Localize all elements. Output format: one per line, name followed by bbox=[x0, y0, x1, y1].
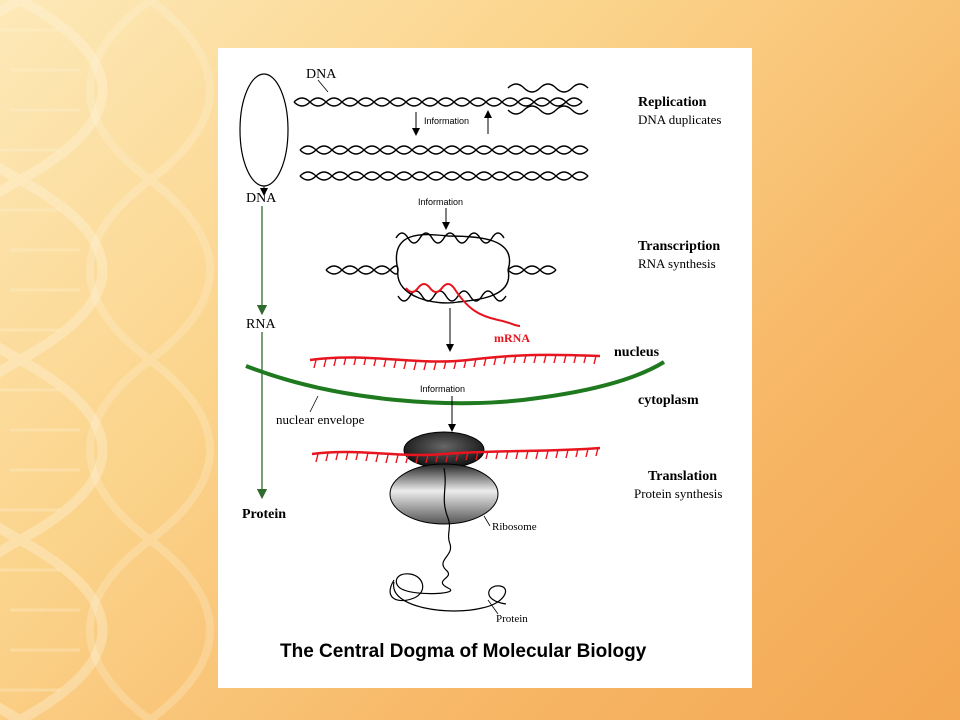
dna-left-label: DNA bbox=[246, 191, 277, 206]
parent-dna-helix bbox=[293, 83, 589, 115]
mrna-label: mRNA bbox=[494, 331, 530, 345]
cytoplasm-label: cytoplasm bbox=[638, 393, 699, 408]
translation-subtitle: Protein synthesis bbox=[634, 486, 722, 501]
information-label-1: Information bbox=[424, 116, 469, 126]
protein-chain bbox=[389, 543, 507, 612]
information-label-3: Information bbox=[420, 384, 465, 394]
replication-loop bbox=[239, 73, 289, 187]
rna-left-label: RNA bbox=[246, 317, 276, 332]
figure-title: The Central Dogma of Molecular Biology bbox=[280, 641, 647, 662]
nuclear-envelope bbox=[245, 360, 666, 406]
replication-subtitle: DNA duplicates bbox=[638, 112, 721, 127]
translation-title: Translation bbox=[648, 469, 717, 484]
central-dogma-diagram: DNA DNA RNA Protein Information Replicat… bbox=[239, 67, 722, 662]
transcription-bubble bbox=[325, 232, 557, 304]
mrna-strand-transcribed bbox=[405, 283, 521, 327]
diagram-panel: DNA DNA RNA Protein Information Replicat… bbox=[218, 48, 752, 688]
transcription-subtitle: RNA synthesis bbox=[638, 256, 716, 271]
replication-title: Replication bbox=[638, 95, 707, 110]
mrna-in-nucleus bbox=[309, 353, 601, 371]
protein-chain-label: Protein bbox=[496, 613, 528, 625]
mrna-in-cytoplasm bbox=[311, 446, 601, 464]
nuclear-envelope-label: nuclear envelope bbox=[276, 412, 365, 427]
dna-top-label: DNA bbox=[306, 67, 337, 82]
nucleus-label: nucleus bbox=[614, 345, 660, 360]
transcription-title: Transcription bbox=[638, 239, 720, 254]
protein-left-label: Protein bbox=[242, 507, 286, 522]
daughter-dna-helices bbox=[299, 145, 589, 181]
ribosome-label: Ribosome bbox=[492, 521, 537, 533]
information-label-2: Information bbox=[418, 197, 463, 207]
